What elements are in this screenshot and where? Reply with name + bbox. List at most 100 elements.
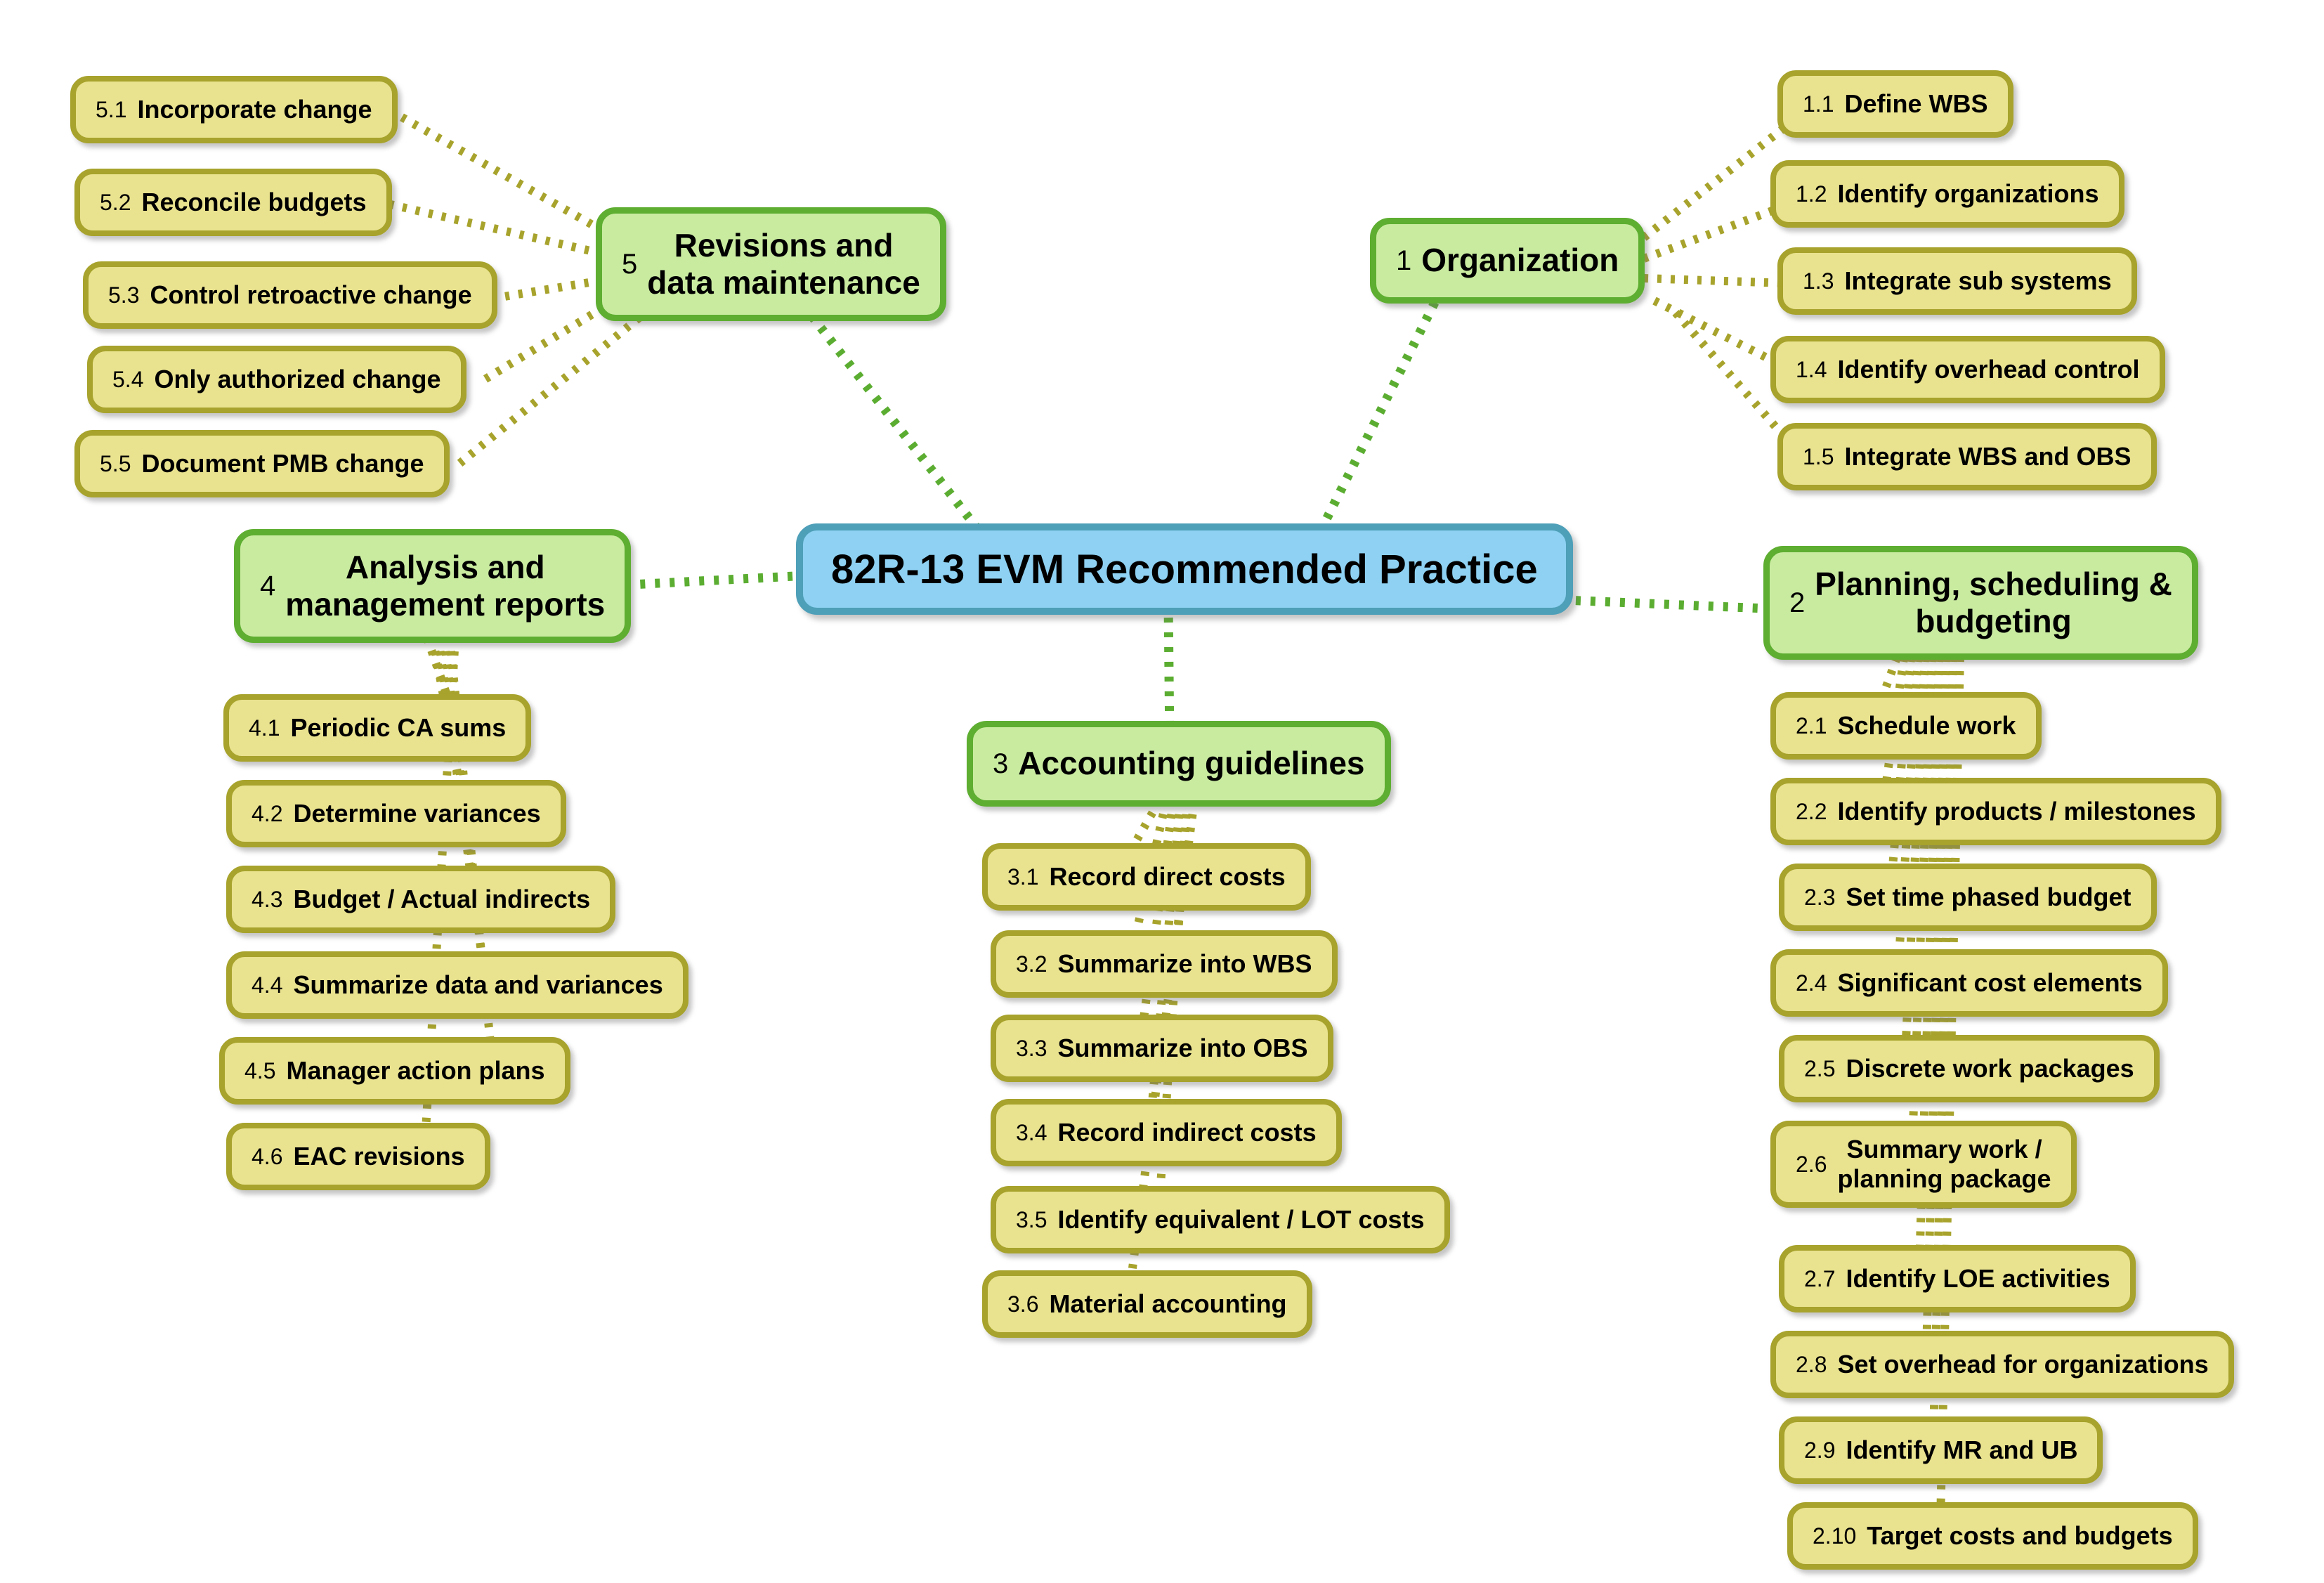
subtopic-2-6[interactable]: 2.6 Summary work / planning package <box>1770 1121 2077 1208</box>
subtopic-2-5[interactable]: 2.5 Discrete work packages <box>1779 1035 2160 1102</box>
subtopic-label: Summarize into WBS <box>1057 949 1312 978</box>
branch-label: Accounting guidelines <box>1018 745 1365 782</box>
subtopic-number: 5.4 <box>112 366 144 392</box>
connector-branch-5-item-4 <box>478 297 618 386</box>
connector-branch-2-item-1 <box>1873 656 1901 713</box>
subtopic-5-5[interactable]: 5.5 Document PMB change <box>74 430 450 497</box>
branch-number: 3 <box>993 748 1009 779</box>
branch-number: 4 <box>260 570 276 601</box>
subtopic-5-1[interactable]: 5.1 Incorporate change <box>70 76 398 143</box>
subtopic-number: 1.2 <box>1796 181 1827 207</box>
connector-branch-3-item-3 <box>1137 800 1177 1034</box>
central-topic-label: 82R-13 EVM Recommended Practice <box>831 546 1538 592</box>
connector-branch-5-item-1 <box>391 108 617 242</box>
subtopic-number: 2.2 <box>1796 798 1827 824</box>
subtopic-number: 2.3 <box>1804 884 1836 910</box>
branch-topic-2[interactable]: 2 Planning, scheduling & budgeting <box>1763 546 2198 660</box>
subtopic-2-9[interactable]: 2.9 Identify MR and UB <box>1779 1416 2103 1484</box>
subtopic-2-7[interactable]: 2.7 Identify LOE activities <box>1779 1245 2136 1312</box>
subtopic-label: Periodic CA sums <box>290 713 507 742</box>
connector-branch-5-item-3 <box>504 274 615 301</box>
subtopic-label: Set overhead for organizations <box>1837 1350 2209 1379</box>
subtopic-5-2[interactable]: 5.2 Reconcile budgets <box>74 169 392 236</box>
subtopic-number: 5.3 <box>108 282 140 308</box>
subtopic-2-1[interactable]: 2.1 Schedule work <box>1770 692 2042 760</box>
subtopic-1-5[interactable]: 1.5 Integrate WBS and OBS <box>1777 423 2157 490</box>
subtopic-label: Summary work / planning package <box>1837 1134 2051 1193</box>
subtopic-label: Incorporate change <box>137 95 372 124</box>
subtopic-label: Summarize data and variances <box>293 970 663 999</box>
subtopic-3-1[interactable]: 3.1 Record direct costs <box>982 843 1311 911</box>
subtopic-3-4[interactable]: 3.4 Record indirect costs <box>991 1099 1342 1166</box>
subtopic-4-3[interactable]: 4.3 Budget / Actual indirects <box>226 866 616 933</box>
branch-number: 2 <box>1789 587 1806 618</box>
subtopic-label: Set time phased budget <box>1846 882 2132 911</box>
subtopic-3-6[interactable]: 3.6 Material accounting <box>982 1270 1312 1338</box>
subtopic-number: 3.3 <box>1016 1035 1047 1061</box>
subtopic-number: 4.5 <box>244 1057 276 1083</box>
subtopic-1-4[interactable]: 1.4 Identify overhead control <box>1770 336 2165 403</box>
branch-number: 1 <box>1396 245 1412 276</box>
subtopic-number: 2.10 <box>1813 1523 1857 1549</box>
subtopic-1-3[interactable]: 1.3 Integrate sub systems <box>1777 247 2137 315</box>
subtopic-4-5[interactable]: 4.5 Manager action plans <box>219 1037 570 1105</box>
branch-label: Organization <box>1421 242 1619 279</box>
subtopic-2-8[interactable]: 2.8 Set overhead for organizations <box>1770 1331 2234 1398</box>
connector-center-branch-2 <box>1531 594 1799 615</box>
subtopic-label: Summarize into OBS <box>1057 1034 1308 1062</box>
subtopic-number: 3.1 <box>1007 864 1039 890</box>
subtopic-label: Schedule work <box>1837 711 2016 740</box>
subtopic-number: 1.5 <box>1803 443 1834 469</box>
subtopic-label: Manager action plans <box>286 1056 545 1085</box>
subtopic-number: 4.3 <box>252 886 283 912</box>
subtopic-label: Identify overhead control <box>1837 355 2140 384</box>
subtopic-label: Material accounting <box>1049 1289 1287 1318</box>
subtopic-1-1[interactable]: 1.1 Define WBS <box>1777 70 2013 138</box>
subtopic-number: 3.5 <box>1016 1206 1047 1232</box>
branch-label: Revisions and data maintenance <box>647 226 920 301</box>
connector-center-branch-1 <box>1310 289 1444 547</box>
central-topic[interactable]: 82R-13 EVM Recommended Practice <box>796 523 1573 615</box>
subtopic-label: Discrete work packages <box>1846 1054 2134 1083</box>
subtopic-number: 4.6 <box>252 1143 283 1169</box>
branch-label: Analysis and management reports <box>285 548 606 623</box>
connector-center-branch-5 <box>797 299 991 544</box>
subtopic-number: 2.5 <box>1804 1055 1836 1081</box>
subtopic-5-4[interactable]: 5.4 Only authorized change <box>87 346 466 413</box>
subtopic-4-1[interactable]: 4.1 Periodic CA sums <box>223 694 532 762</box>
subtopic-label: Document PMB change <box>141 449 424 478</box>
subtopic-label: EAC revisions <box>293 1142 465 1171</box>
subtopic-label: Budget / Actual indirects <box>293 885 591 913</box>
branch-topic-1[interactable]: 1 Organization <box>1370 218 1645 304</box>
subtopic-label: Identify organizations <box>1837 179 2099 208</box>
subtopic-3-5[interactable]: 3.5 Identify equivalent / LOT costs <box>991 1186 1450 1253</box>
subtopic-5-3[interactable]: 5.3 Control retroactive change <box>83 261 497 329</box>
subtopic-number: 4.1 <box>249 715 280 741</box>
subtopic-2-3[interactable]: 2.3 Set time phased budget <box>1779 864 2157 931</box>
branch-topic-5[interactable]: 5 Revisions and data maintenance <box>596 207 946 321</box>
connector-branch-2-item-3 <box>1887 657 1915 883</box>
connector-branch-5-item-5 <box>454 314 642 469</box>
subtopic-2-4[interactable]: 2.4 Significant cost elements <box>1770 949 2168 1017</box>
subtopic-3-2[interactable]: 3.2 Summarize into WBS <box>991 930 1338 998</box>
subtopic-number: 4.2 <box>252 800 283 826</box>
subtopic-1-2[interactable]: 1.2 Identify organizations <box>1770 160 2124 228</box>
subtopic-label: Identify LOE activities <box>1846 1264 2110 1293</box>
subtopic-2-2[interactable]: 2.2 Identify products / milestones <box>1770 778 2221 845</box>
subtopic-number: 1.4 <box>1796 356 1827 382</box>
subtopic-label: Record direct costs <box>1049 862 1286 891</box>
subtopic-number: 5.1 <box>96 96 127 122</box>
subtopic-number: 1.1 <box>1803 91 1834 117</box>
subtopic-4-4[interactable]: 4.4 Summarize data and variances <box>226 951 688 1019</box>
branch-topic-3[interactable]: 3 Accounting guidelines <box>967 721 1391 807</box>
subtopic-number: 5.2 <box>100 189 131 215</box>
subtopic-label: Control retroactive change <box>150 280 472 309</box>
subtopic-label: Record indirect costs <box>1057 1118 1317 1147</box>
connector-branch-2-item-8 <box>1922 657 1950 1351</box>
branch-topic-4[interactable]: 4 Analysis and management reports <box>234 529 632 643</box>
subtopic-3-3[interactable]: 3.3 Summarize into OBS <box>991 1015 1333 1082</box>
subtopic-number: 2.6 <box>1796 1151 1827 1177</box>
subtopic-4-2[interactable]: 4.2 Determine variances <box>226 780 566 847</box>
subtopic-2-10[interactable]: 2.10 Target costs and budgets <box>1787 1502 2198 1570</box>
subtopic-4-6[interactable]: 4.6 EAC revisions <box>226 1123 490 1190</box>
